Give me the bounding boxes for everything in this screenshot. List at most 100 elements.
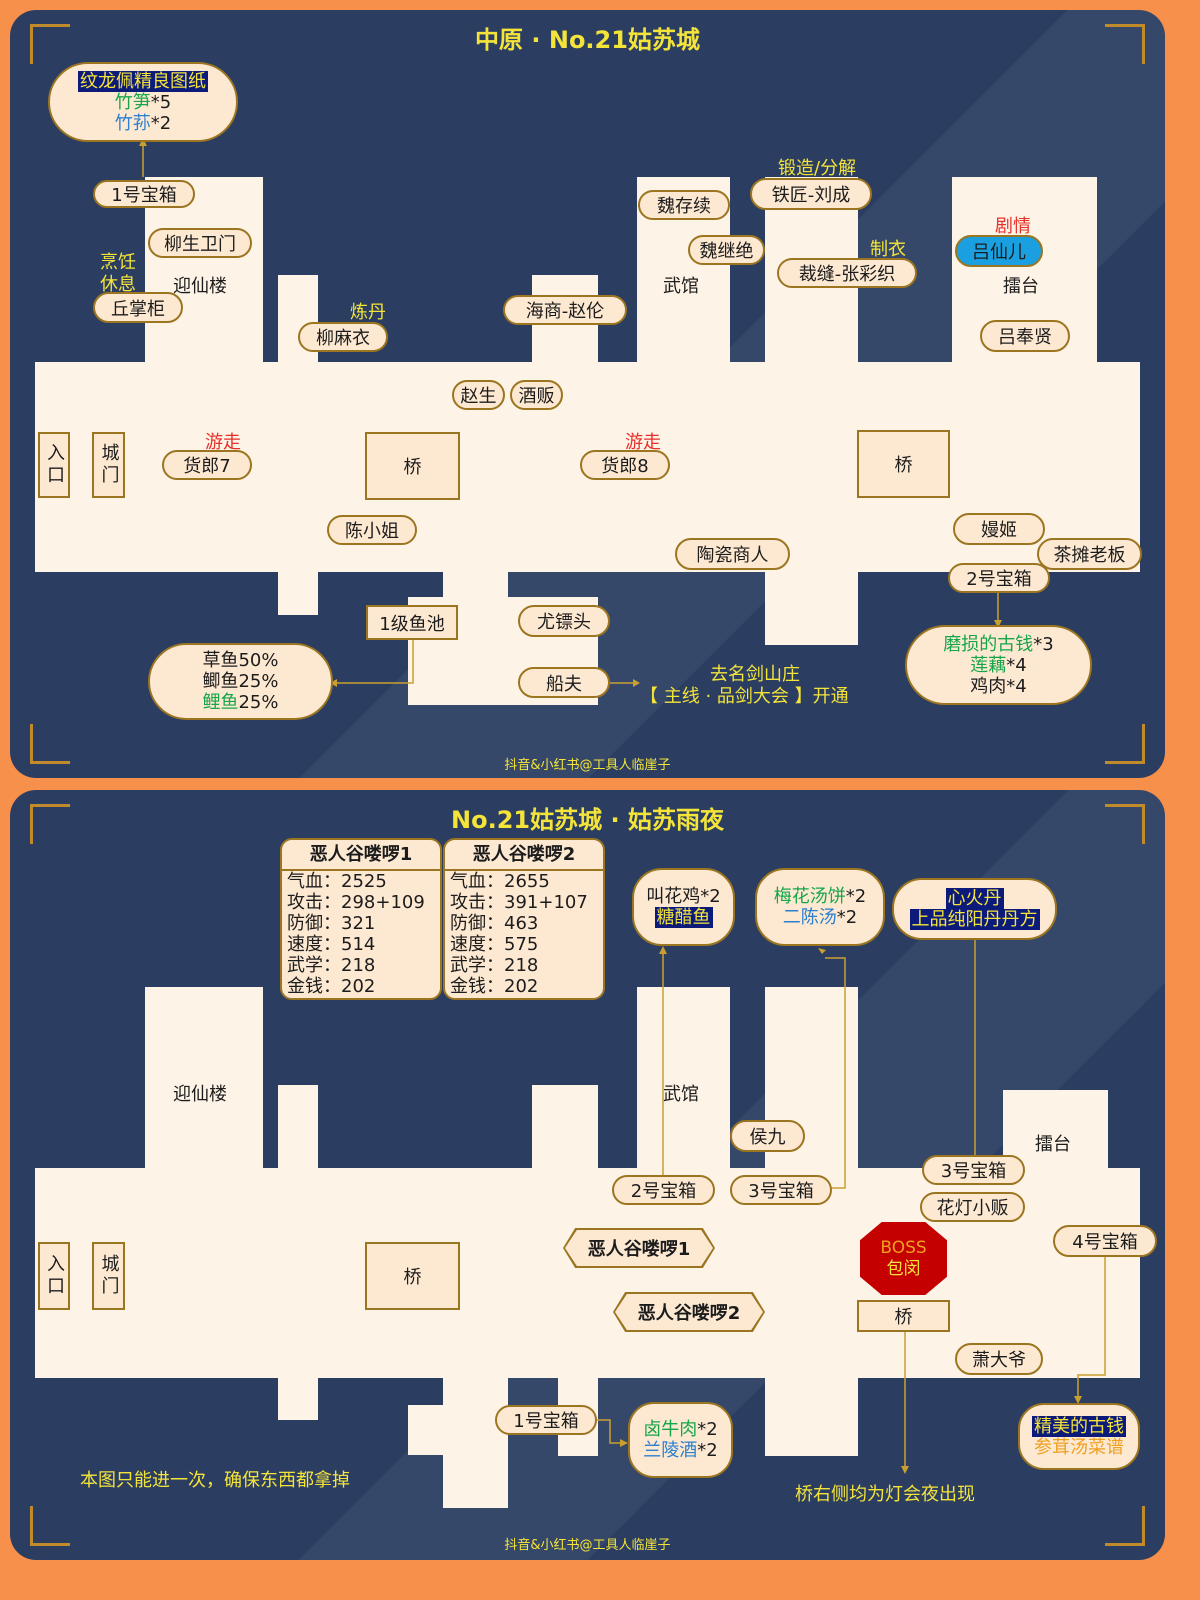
building-yingxianlou — [145, 987, 263, 1169]
city-gate[interactable]: 城门 — [92, 1242, 125, 1310]
location-wuguan: 武馆 — [663, 276, 699, 297]
corner-ornament — [30, 24, 70, 64]
boss-marker[interactable]: BOSS 包闵 — [860, 1222, 947, 1295]
location-yingxianlou: 迎仙楼 — [173, 276, 227, 297]
npc-huolang7[interactable]: 货郎7 — [162, 450, 252, 480]
building — [532, 1085, 598, 1169]
stat-hp: 气血：2525 — [287, 871, 387, 892]
npc-taoci[interactable]: 陶瓷商人 — [675, 538, 790, 570]
location-leitai: 擂台 — [1035, 1134, 1071, 1155]
chest-3-marker[interactable]: 3号宝箱 — [730, 1175, 832, 1205]
fish-pond[interactable]: 1级鱼池 — [366, 605, 458, 640]
building — [278, 1085, 318, 1169]
npc-weijijue[interactable]: 魏继绝 — [688, 235, 765, 265]
bridge[interactable]: 桥 — [365, 432, 460, 500]
npc-chuanfu[interactable]: 船夫 — [518, 667, 610, 698]
destination-label: 去名剑山庄 — [710, 664, 800, 685]
entrance[interactable]: 入口 — [38, 1242, 70, 1310]
map-title: 中原 · No.21姑苏城 — [475, 26, 700, 54]
npc-manji[interactable]: 嫚姬 — [953, 513, 1045, 545]
location-wuguan: 武馆 — [663, 1084, 699, 1105]
enemy-name: 恶人谷喽啰2 — [445, 840, 603, 871]
bridge[interactable]: 桥 — [365, 1242, 460, 1310]
fish-name: 鲤鱼 — [202, 692, 239, 713]
npc-houjiu[interactable]: 侯九 — [730, 1120, 805, 1152]
boss-name: 包闵 — [886, 1258, 921, 1279]
unlock-label: 【 主线 · 品剑大会 】开通 — [640, 686, 849, 707]
chest-1-marker[interactable]: 1号宝箱 — [93, 180, 195, 208]
stat-hp: 气血：2655 — [450, 871, 550, 892]
npc-liusheng[interactable]: 柳生卫门 — [148, 228, 252, 258]
reward-qty: *2 — [697, 1419, 718, 1440]
chest-2-marker[interactable]: 2号宝箱 — [612, 1175, 715, 1205]
reward-item: 莲藕 — [970, 654, 1007, 676]
stat-martial: 武学：218 — [287, 955, 376, 976]
credit-footer: 抖音&小红书@工具人临崖子 — [504, 758, 671, 773]
npc-qiu[interactable]: 丘掌柜 — [93, 292, 183, 323]
service-alchemy-label: 炼丹 — [350, 302, 386, 323]
npc-weicunxu[interactable]: 魏存续 — [638, 190, 730, 220]
chest-3-marker[interactable]: 3号宝箱 — [922, 1155, 1025, 1185]
alley — [765, 570, 858, 645]
map-panel-gusu-rain-night: No.21姑苏城 · 姑苏雨夜 恶人谷喽啰1 气血：2525 攻击：298+10… — [10, 790, 1165, 1560]
chest-4-marker[interactable]: 4号宝箱 — [1053, 1225, 1157, 1257]
npc-caifeng[interactable]: 裁缝-张彩织 — [777, 258, 917, 288]
npc-xiaodaye[interactable]: 萧大爷 — [955, 1343, 1043, 1375]
service-tailor-label: 制衣 — [870, 239, 906, 260]
npc-tiejiang[interactable]: 铁匠-刘成 — [750, 178, 872, 210]
corner-ornament — [1105, 1506, 1145, 1546]
npc-chenxiaojie[interactable]: 陈小姐 — [327, 515, 417, 545]
stat-speed: 速度：514 — [287, 934, 376, 955]
corner-ornament — [30, 1506, 70, 1546]
bridge[interactable]: 桥 — [857, 430, 950, 498]
npc-lvxianer[interactable]: 吕仙儿 — [955, 235, 1043, 267]
blueprint-item: 纹龙佩精良图纸 — [78, 70, 208, 92]
stat-attack: 攻击：391+107 — [450, 892, 588, 913]
reward-item: 上品纯阳丹丹方 — [909, 909, 1040, 930]
npc-lvfengxian[interactable]: 吕奉贤 — [980, 320, 1070, 352]
chest-2-marker[interactable]: 2号宝箱 — [948, 563, 1050, 593]
entrance[interactable]: 入口 — [38, 432, 70, 498]
building-wuguan — [637, 987, 730, 1169]
stat-attack: 攻击：298+109 — [287, 892, 425, 913]
reward-qty: *4 — [1006, 654, 1027, 676]
fish-rates-bubble: 草鱼50% 鲫鱼25% 鲤鱼25% — [148, 643, 333, 720]
reward-item: 叫花鸡*2 — [646, 886, 721, 907]
enemy-marker-1[interactable]: 恶人谷喽啰1 — [563, 1228, 715, 1268]
boss-label: BOSS — [880, 1237, 927, 1258]
chest2-reward-bubble: 磨损的古钱*3 莲藕*4 鸡肉*4 — [905, 625, 1092, 705]
note-bridge-night: 桥右侧均为灯会夜出现 — [795, 1484, 975, 1505]
corner-ornament — [1105, 804, 1145, 844]
chest2-reward-bubble: 叫花鸡*2 糖醋鱼 — [632, 868, 735, 946]
reward-item: 竹笋 — [114, 91, 151, 113]
enemy-marker-2[interactable]: 恶人谷喽啰2 — [613, 1292, 765, 1332]
npc-haishang[interactable]: 海商-赵伦 — [503, 295, 627, 325]
city-gate[interactable]: 城门 — [92, 432, 125, 498]
wander-label: 游走 — [205, 432, 241, 453]
stat-martial: 武学：218 — [450, 955, 539, 976]
reward-qty: *5 — [150, 91, 172, 113]
reward-item: 梅花汤饼 — [773, 886, 846, 907]
chest-1-marker[interactable]: 1号宝箱 — [495, 1405, 597, 1435]
fish-rate: 草鱼50% — [202, 650, 279, 671]
service-forge-label: 锻造/分解 — [778, 158, 857, 179]
fish-rate: 鲫鱼25% — [202, 671, 279, 692]
wander-label: 游走 — [625, 432, 661, 453]
npc-youbiaotou[interactable]: 尤镖头 — [518, 605, 610, 637]
alley — [765, 1376, 858, 1456]
npc-huadeng[interactable]: 花灯小贩 — [920, 1192, 1025, 1222]
npc-chatan[interactable]: 茶摊老板 — [1037, 538, 1142, 570]
npc-huolang8[interactable]: 货郎8 — [580, 450, 670, 480]
chest1-reward-bubble: 纹龙佩精良图纸 竹笋*5 竹荪*2 — [48, 62, 238, 142]
building-leitai — [1003, 1090, 1108, 1169]
npc-liumayi[interactable]: 柳麻衣 — [298, 322, 388, 352]
note-single-visit: 本图只能进一次，确保东西都拿掉 — [80, 1470, 350, 1491]
bridge[interactable]: 桥 — [857, 1300, 950, 1332]
npc-zhaosheng[interactable]: 赵生 — [452, 380, 505, 410]
map-title: No.21姑苏城 · 姑苏雨夜 — [451, 806, 724, 834]
npc-jiufan[interactable]: 酒贩 — [510, 380, 563, 410]
building-yingxianlou — [145, 177, 263, 363]
reward-qty: *3 — [1033, 633, 1054, 655]
reward-item: 糖醋鱼 — [654, 907, 713, 928]
enemy-stat-card: 恶人谷喽啰1 气血：2525 攻击：298+109 防御：321 速度：514 … — [280, 838, 442, 1000]
